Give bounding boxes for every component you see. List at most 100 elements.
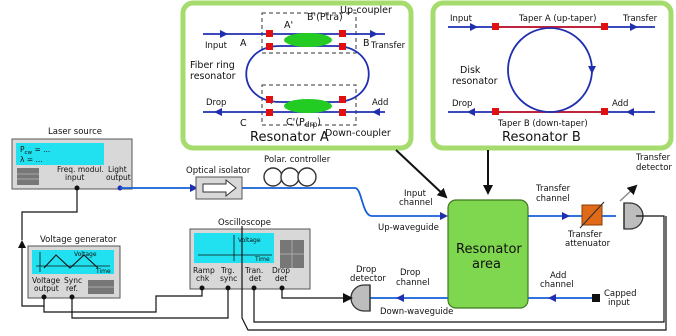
- resonator-a-title: Resonator A: [250, 130, 329, 145]
- drop-detector-label-1: Drop: [356, 265, 376, 275]
- res-b-input-arrow: [470, 23, 478, 31]
- osc-ramp-label-2: chk: [196, 274, 210, 283]
- resonator-area-label-1: Resonator: [456, 242, 522, 257]
- osc-drop-port: [279, 285, 285, 291]
- add-channel-label-2: channel: [540, 280, 574, 290]
- wire-drop-detector: [281, 290, 353, 303]
- vg-output-port: [41, 294, 47, 300]
- polar-paddle-2: [280, 167, 300, 187]
- optical-isolator-label: Optical isolator: [186, 166, 251, 176]
- optical-isolator: Optical isolator: [186, 166, 251, 200]
- transfer-detector-label-1: Transfer: [635, 153, 671, 163]
- laser-light-label-2: output: [106, 173, 131, 182]
- laser-title: Laser source: [48, 127, 102, 137]
- osc-tran-port: [251, 285, 257, 291]
- osc-ramp-port: [199, 285, 205, 291]
- wire-return-loop: [241, 216, 667, 331]
- up-coupler-shape: [284, 33, 332, 47]
- down-coupler-box: [261, 84, 357, 126]
- drop-detector: Drop detector: [350, 265, 386, 312]
- polar-paddle-3: [297, 167, 317, 187]
- res-b-transfer-label: Transfer: [622, 14, 658, 24]
- up-coupler-box: [261, 12, 357, 54]
- osc-trg-label-2: sync: [220, 274, 237, 283]
- vg-sync-label-1: Sync: [64, 276, 82, 285]
- wire-vg-output: [21, 248, 45, 307]
- osc-time-axis: Time: [254, 256, 270, 263]
- res-b-transfer-arrow: [630, 23, 638, 31]
- osc-tran-label-2: det: [249, 274, 261, 283]
- polar-controller-label: Polar. controller: [264, 155, 331, 165]
- res-b-add-label: Add: [612, 99, 628, 109]
- point-c-prime-label: C'(Pdrp): [286, 117, 321, 129]
- up-coupler-label: Up-coupler: [340, 5, 392, 16]
- triangle-waveform: [43, 254, 99, 269]
- vg-voltage-axis: Voltage: [74, 251, 97, 258]
- resonator-area: Resonator area: [447, 199, 529, 309]
- fiber-ring-label: Fiber ring: [190, 60, 235, 71]
- res-b-add-arrow: [626, 108, 634, 116]
- res-a-transfer-arrow: [370, 30, 378, 38]
- res-b-drop-label: Drop: [452, 99, 472, 109]
- laser-freq-label-2: input: [65, 173, 84, 182]
- res-a-add-label: Add: [372, 98, 388, 108]
- drop-channel-label-2: channel: [396, 278, 430, 288]
- res-b-drop-arrow: [467, 108, 475, 116]
- wire-ramp: [43, 290, 203, 313]
- osc-drop-label-2: det: [275, 274, 287, 283]
- oscilloscope: Oscilloscope Voltage Time Ramp chk Trg. …: [189, 218, 311, 291]
- polar-paddle-1: [263, 167, 283, 187]
- transfer-detector-body: [623, 202, 644, 230]
- drop-detector-label-2: detector: [350, 274, 386, 284]
- resonator-a-to-area-arrow: [395, 149, 448, 199]
- drop-channel-label-1: Drop: [400, 268, 420, 278]
- up-waveguide-label: Up-waveguide: [378, 223, 439, 233]
- wire-transfer-detector: [253, 215, 665, 323]
- osc-ramp-label-1: Ramp: [193, 266, 215, 275]
- electrical-wiring: [18, 188, 667, 331]
- transfer-channel-label-2: channel: [536, 194, 570, 204]
- voltage-generator-title: Voltage generator: [40, 235, 117, 245]
- add-channel-label-1: Add: [550, 271, 566, 281]
- res-a-input-arrow: [220, 30, 228, 38]
- vg-output-label-1: Voltage: [32, 276, 61, 285]
- taper-a-label: Taper A (up-taper): [518, 14, 596, 24]
- capped-input-label-1: Capped: [604, 289, 637, 299]
- laser-source: Laser source Pcw = ... λ = ... Freq. mod…: [11, 127, 133, 191]
- attenuator-label-2: attenuator: [565, 239, 611, 249]
- point-b-prime-label: B'(Ptra): [307, 12, 343, 23]
- osc-drop-label-1: Drop: [272, 266, 290, 275]
- laser-freq-label-1: Freq. modul.: [57, 165, 104, 174]
- transfer-detector: Transfer detector: [619, 153, 672, 230]
- laser-panel-grid: [17, 168, 39, 185]
- resonator-area-box: [447, 199, 529, 309]
- transfer-attenuator: Transfer attenuator: [565, 201, 611, 249]
- res-a-markers: [266, 30, 346, 116]
- osc-trg-label-1: Trg.: [220, 266, 235, 275]
- disk-direction-arrow: [588, 66, 596, 74]
- attenuator-label-1: Transfer: [567, 230, 603, 240]
- vg-sync-label-2: ref.: [66, 284, 78, 293]
- laser-p-cw: Pcw = ...: [20, 145, 50, 156]
- laser-display: [16, 143, 104, 165]
- input-channel-label-2: channel: [399, 198, 433, 208]
- osc-tran-label-1: Tran.: [244, 266, 263, 275]
- transfer-channel-label-1: Transfer: [535, 184, 571, 194]
- resonator-a-panel: Up-coupler Down-coupler Input Transfer D…: [180, 0, 414, 151]
- disk-label: Disk: [460, 65, 481, 76]
- point-b-label: B: [363, 38, 370, 49]
- down-coupler-shape: [284, 99, 332, 113]
- wire-sync: [71, 290, 229, 319]
- res-a-drop-arrow: [214, 108, 222, 116]
- polarization-controller: Polar. controller: [263, 155, 331, 187]
- point-a-prime-label: A': [284, 20, 293, 31]
- vg-sync-port: [69, 294, 75, 300]
- laser-light-label-1: Light: [108, 165, 127, 174]
- down-waveguide-label: Down-waveguide: [380, 307, 453, 317]
- wire-freq-modul: [21, 188, 78, 240]
- fiber-ring-resonator-label: resonator: [190, 71, 236, 82]
- point-c-label: C: [240, 118, 247, 129]
- vg-output-label-2: output: [34, 284, 59, 293]
